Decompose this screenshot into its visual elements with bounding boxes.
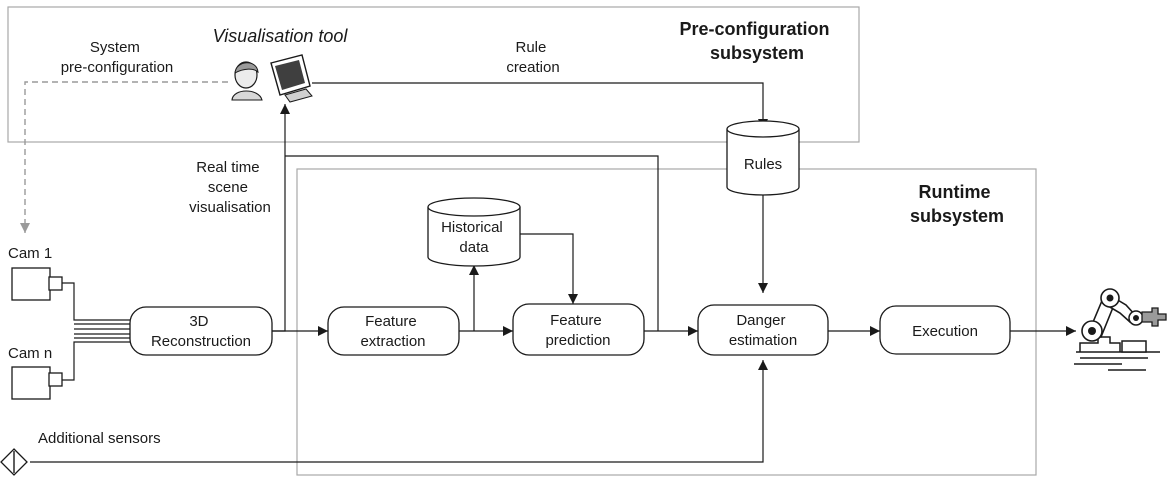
svg-text:Feature prediction: Feature prediction: [545, 312, 610, 349]
svg-text:3D Reconstruction: 3D Reconstruction: [151, 313, 251, 350]
camera-n-label: Cam n: [8, 345, 52, 362]
runtime-subsystem-title: Runtime subsystem: [910, 182, 1004, 226]
system-preconfiguration-label: System pre-configuration: [61, 39, 174, 76]
svg-text:Rules: Rules: [744, 156, 782, 173]
historical-data-database[interactable]: Historical data: [427, 197, 521, 267]
runtime-subsystem-frame: [296, 168, 1037, 476]
industrial-robot-arm-icon[interactable]: [1074, 288, 1167, 371]
preconfiguration-subsystem-frame: [7, 6, 860, 143]
sensors-to-danger-arrow: [30, 360, 768, 463]
additional-sensors-label: Additional sensors: [38, 430, 161, 447]
camera-n-wire: [62, 341, 130, 381]
camera-icon[interactable]: [11, 366, 63, 400]
execution-block[interactable]: Execution: [879, 305, 1011, 355]
rule-creation-arrow: [312, 82, 768, 129]
preconfiguration-dashed-connector: [20, 81, 228, 233]
rule-creation-label: Rule creation: [506, 39, 559, 76]
feature-prediction-block[interactable]: Feature prediction: [512, 303, 645, 356]
rules-database[interactable]: Rules: [726, 120, 800, 196]
camera-1-wire: [62, 282, 130, 321]
real-time-visualisation-label: Real time scene visualisation: [189, 159, 271, 216]
sensor-diamond-icon[interactable]: [0, 448, 28, 476]
svg-text:Historical data: Historical data: [441, 219, 507, 256]
preconfiguration-subsystem-title: Pre-configuration subsystem: [679, 19, 834, 63]
camera-icon[interactable]: [11, 267, 63, 301]
3d-reconstruction-block[interactable]: 3D Reconstruction: [129, 306, 273, 356]
camera-1-label: Cam 1: [8, 245, 52, 262]
danger-estimation-block[interactable]: Danger estimation: [697, 304, 829, 356]
feature-extraction-block[interactable]: Feature extraction: [327, 306, 460, 356]
svg-text:Danger estimation: Danger estimation: [729, 312, 797, 349]
operator-workstation-icon[interactable]: [231, 54, 313, 103]
historical-to-prediction-arrow: [520, 233, 578, 304]
visualisation-feedback-arrow: [272, 104, 290, 332]
svg-text:Feature extraction: Feature extraction: [360, 313, 425, 350]
visualisation-bus-line: [285, 155, 659, 331]
camera-bus-wires: [74, 323, 130, 339]
svg-text:Execution: Execution: [912, 323, 978, 340]
visualisation-tool-label: Visualisation tool: [213, 26, 349, 46]
